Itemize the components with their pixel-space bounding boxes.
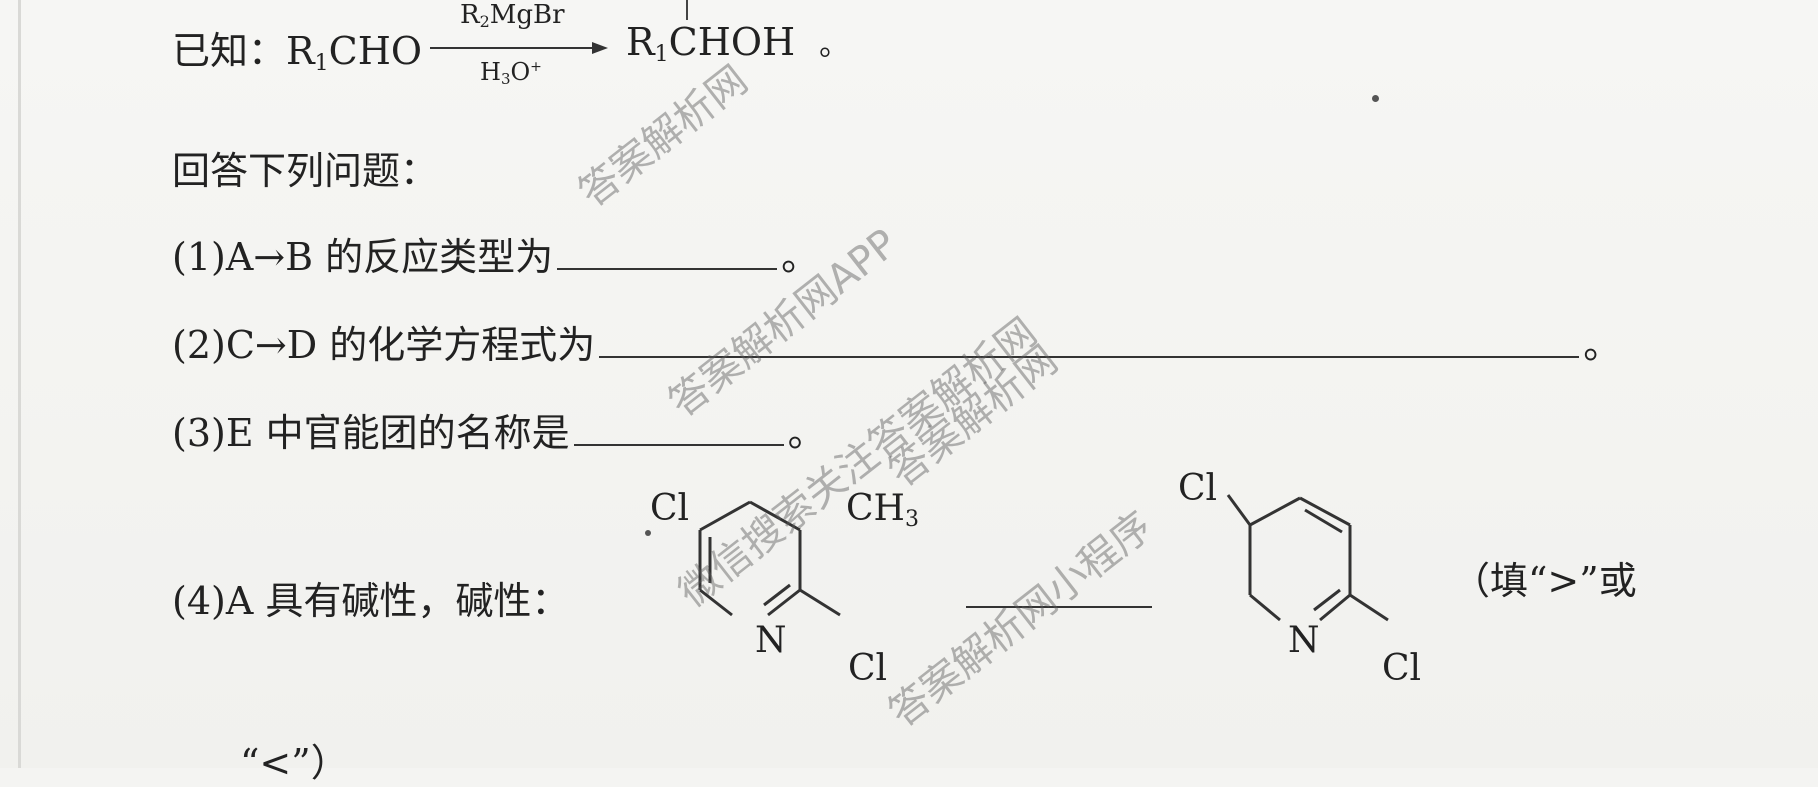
answer-heading: 回答下列问题： (172, 149, 439, 193)
question-4: (4)A 具有碱性，碱性： (172, 570, 569, 625)
question-3: (3)E 中官能团的名称是。 (172, 411, 826, 455)
known-product: R1CHOH。 (626, 20, 850, 67)
reagent-top: R2MgBr (460, 0, 565, 31)
right-cl-top: Cl (1178, 468, 1218, 509)
question-4-tail2: “<”） (240, 741, 349, 785)
known-reaction: 已知：R1CHO (172, 29, 422, 76)
question-1-text: (1)A→B 的反应类型为 (172, 235, 554, 279)
question-4-tail: （填“>”或 (1452, 559, 1637, 603)
left-cl-bottom: Cl (848, 648, 888, 689)
question-2-text: (2)C→D 的化学方程式为 (172, 323, 596, 367)
reaction-arrow: R2MgBr H3O+ (430, 0, 610, 100)
reagent-bottom: H3O+ (480, 58, 542, 88)
question-2: (2)C→D 的化学方程式为。 (172, 323, 1622, 367)
arrow-icon (430, 42, 608, 54)
right-n: N (1288, 620, 1320, 661)
reactant: CHO (328, 29, 422, 73)
question-3-text: (3)E 中官能团的名称是 (172, 411, 570, 455)
left-n: N (755, 620, 787, 661)
answer-blank-2[interactable] (599, 346, 1580, 358)
answer-blank-1[interactable] (557, 258, 778, 270)
question-4-text: (4)A 具有碱性，碱性： (172, 579, 570, 623)
answer-blank-3[interactable] (573, 434, 784, 446)
molecule-left (698, 500, 841, 617)
page-margin-line (18, 0, 21, 768)
question-1: (1)A→B 的反应类型为。 (172, 235, 820, 279)
molecule-right (1226, 494, 1389, 622)
left-cl-top: Cl (650, 488, 690, 529)
product-bond (686, 0, 688, 20)
left-ch3: CH3 (846, 488, 919, 532)
speck (645, 530, 651, 536)
known-label: 已知：R (172, 29, 315, 73)
answer-blank-4[interactable] (966, 596, 1152, 608)
speck (1372, 95, 1379, 102)
right-cl-bottom: Cl (1382, 648, 1422, 689)
